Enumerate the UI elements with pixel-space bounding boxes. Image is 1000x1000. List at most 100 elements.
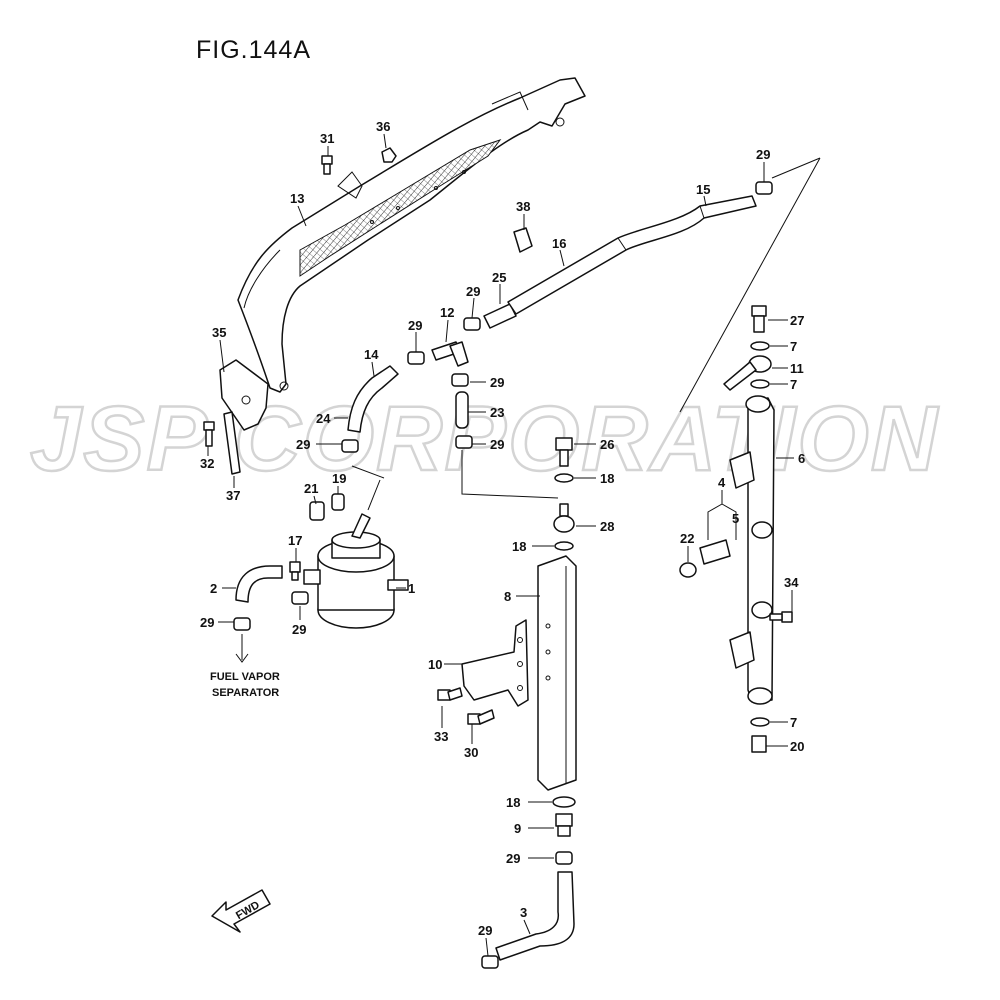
callout-36: 36 [376,119,390,134]
clamp-29-f [455,435,473,449]
callout-19: 19 [332,471,346,486]
callout-27: 27 [790,313,804,328]
watermark-text: JSP CORPORATION [30,388,940,490]
washer-7-b [750,379,770,389]
part-11-union [723,355,772,391]
callout-17: 17 [288,533,302,548]
part-38-clip [513,227,533,253]
part-9-nipple [555,813,573,837]
clamp-29-e [451,373,469,387]
clamp-29-h [291,591,309,605]
callout-29-j: 29 [478,923,492,938]
callout-29-d: 29 [756,147,770,162]
vapor-arrow-head [235,653,249,663]
callout-23: 23 [490,405,504,420]
part-injector [699,539,731,565]
note-line-1: FUEL VAPOR [210,671,280,683]
part-26-bolt [555,437,573,467]
callout-32: 32 [200,456,214,471]
clamp-29-i [555,851,573,865]
clamp-29-j [481,955,499,969]
part-34-bolt [769,611,793,623]
washer-18-c [552,796,576,808]
part-21 [309,501,325,521]
note-line-2: SEPARATOR [212,687,279,699]
callout-25: 25 [492,270,506,285]
part-12-fitting [431,341,469,367]
part-13-cover [237,77,586,393]
callout-12: 12 [440,305,454,320]
fwd-arrow-icon: FWD [211,889,271,933]
callout-31: 31 [320,131,334,146]
callout-18-b: 18 [512,539,526,554]
callout-18-c: 18 [506,795,520,810]
callout-11: 11 [790,361,804,376]
part-27-bolt [751,305,767,333]
callout-29-a: 29 [408,318,422,333]
clamp-29-d [755,181,773,195]
part-33-bolt [437,687,463,701]
callout-2: 2 [210,581,217,596]
washer-18-a [554,473,574,483]
part-22-seal [679,562,697,578]
callout-33: 33 [434,729,448,744]
callout-4: 4 [718,475,726,490]
figure-title: FIG.144A [196,36,311,64]
callouts: 31 36 13 35 32 37 14 24 29 29 12 29 25 3… [200,119,805,938]
callout-18-a: 18 [600,471,614,486]
part-19 [331,493,345,511]
part-8-rail [537,555,577,791]
callout-29-c: 29 [466,284,480,299]
callout-30: 30 [464,745,478,760]
callout-29-i: 29 [506,851,520,866]
washer-7-a [750,341,770,351]
callout-15: 15 [696,182,710,197]
part-1-filter [303,513,409,629]
callout-3: 3 [520,905,527,920]
callout-7-a: 7 [790,339,797,354]
callout-7-c: 7 [790,715,797,730]
callout-24: 24 [316,411,331,426]
part-14-hose [347,365,399,433]
callout-5: 5 [732,511,739,526]
callout-29-b: 29 [296,437,310,452]
part-10-bracket [461,619,529,707]
part-2-hose [235,565,283,603]
part-20-plug [751,735,767,753]
callout-9: 9 [514,821,521,836]
part-30-bolt [467,709,495,725]
callout-7-b: 7 [790,377,797,392]
part-23-hose [455,391,469,429]
part-36-nut [381,147,397,163]
callout-37: 37 [226,488,240,503]
callout-6: 6 [798,451,805,466]
callout-34: 34 [784,575,799,590]
part-32-bolt [203,421,215,447]
clamp-29-b [341,439,359,453]
callout-29-f: 29 [490,437,504,452]
callout-10: 10 [428,657,442,672]
callout-20: 20 [790,739,804,754]
part-6-rail [729,395,775,705]
callout-8: 8 [504,589,511,604]
washer-7-c [750,717,770,727]
callout-13: 13 [290,191,304,206]
callout-26: 26 [600,437,614,452]
clamp-29-g [233,617,251,631]
clamp-29-c [463,317,481,331]
callout-29-g: 29 [200,615,214,630]
part-37-strap [223,411,241,475]
callout-35: 35 [212,325,226,340]
part-3-hose [495,871,575,961]
clamp-29-a [407,351,425,365]
callout-14: 14 [364,347,379,362]
callout-22: 22 [680,531,694,546]
part-17-bolt [289,561,301,581]
callout-29-h: 29 [292,622,306,637]
part-16-pipe [507,195,757,315]
washer-18-b [554,541,574,551]
callout-38: 38 [516,199,530,214]
part-31-bolt [321,155,333,175]
callout-1: 1 [408,581,415,596]
